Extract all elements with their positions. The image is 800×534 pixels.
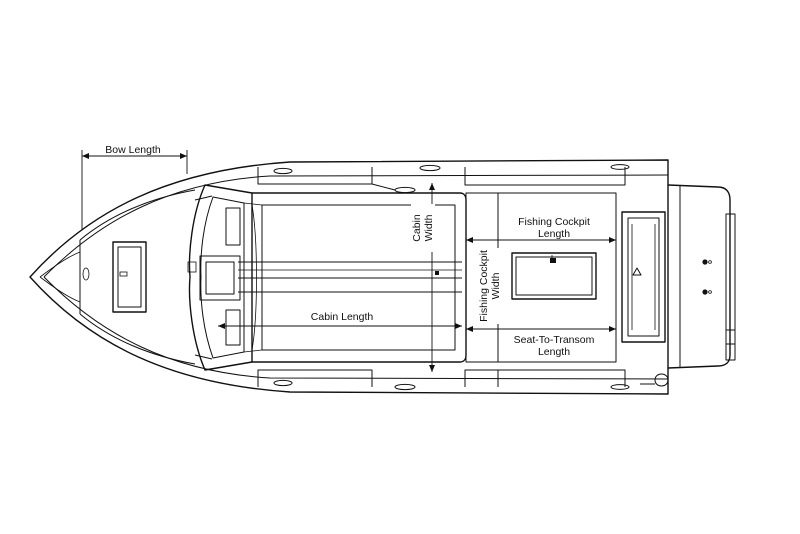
windshield-frame [187, 184, 467, 371]
bow-length-label: Bow Length [105, 144, 161, 156]
fishing-cockpit-length-label-line2: Length [538, 228, 570, 240]
hull [29, 159, 669, 395]
fishing-cockpit-length-label-line1: Fishing Cockpit [518, 216, 590, 228]
cabin-width-label-line1: Cabin [411, 214, 423, 242]
bow-hatch [112, 241, 147, 313]
fishing-cockpit-width-label-line1: Fishing Cockpit [478, 250, 490, 322]
seat-to-transom-label-line1: Seat-To-Transom [514, 334, 595, 346]
cabin-width-label-line2: Width [423, 214, 435, 241]
dimension-lines [81, 150, 616, 372]
cabin-length-label: Cabin Length [311, 311, 374, 323]
seat-to-transom-label-line2: Length [538, 346, 570, 358]
fishing-cockpit-width-label-line2: Width [490, 272, 502, 299]
labels: Bow Length Cabin Width Cabin Length Fish… [102, 143, 595, 358]
transom [621, 184, 736, 387]
